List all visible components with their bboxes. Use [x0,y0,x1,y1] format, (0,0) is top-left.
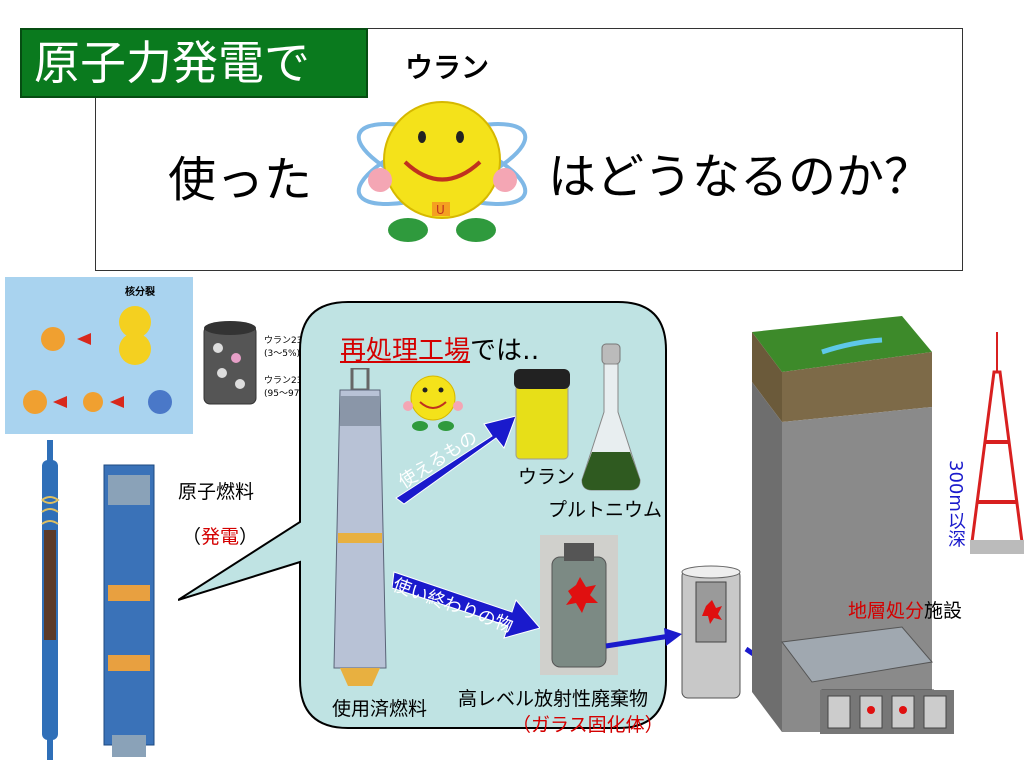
reprocessing-title: 再処理工場では‥ [340,330,539,367]
depth-label: 300m以深 [945,460,966,548]
paren-close: ） [239,526,259,548]
uranium-caption: ウラン [405,51,490,84]
geological-repository-image [752,316,934,732]
nuclear-fuel-label: 原子燃料 [178,481,255,503]
to-canister-arrow [605,628,682,649]
fission-heading: 核分裂 [125,287,155,298]
tokyo-tower-image [970,332,1024,554]
vitrified-waste-canister-image [540,535,618,675]
small-uranium-mascot-image [403,375,463,431]
uranium238-label: ウラン238 (95〜97%) [264,376,312,399]
power-generation-label: （発電） [182,522,258,549]
uranium235-label: ウラン235 (3〜5%) [264,336,309,359]
fission-diagram: 核分裂 [5,277,193,434]
fuel-pellets-image [203,321,257,405]
uranium-product-label: ウラン [518,466,576,488]
fuel-assembly-image [103,464,155,757]
reprocessing-plant-word: 再処理工場 [340,336,471,366]
fuel-rod-image [41,440,60,760]
question-text: はどうなるのか？ [548,149,933,205]
used-text: 使った [168,152,313,208]
plutonium-product-label: プルトニウム [548,499,663,521]
vitrified-form-label: （ガラス固化体） [512,714,664,736]
usable-arrow [395,415,517,505]
high-level-waste-label: 高レベル放射性廃棄物 [458,688,649,710]
disposal-facility-red: 地層処分 [848,600,925,622]
paren-open: （ [182,526,202,548]
overpack-canister-image [681,565,741,699]
used-up-arrow [392,571,541,639]
reprocessing-suffix: では‥ [470,336,540,366]
disposal-facility-suffix: 施設 [924,600,963,622]
disposal-tunnel-image [820,690,954,734]
spent-fuel-label: 使用済燃料 [332,698,428,720]
title-tab: 原子力発電で [20,28,368,98]
svg-text:U: U [436,203,445,217]
disposal-facility-label: 地層処分施設 [848,596,962,623]
uranium-mascot-image: U [356,101,528,242]
uranium-jar-image [514,369,570,460]
spent-fuel-assembly-image [333,368,387,686]
plutonium-flask-image [581,343,641,491]
power-word: 発電 [201,526,240,548]
